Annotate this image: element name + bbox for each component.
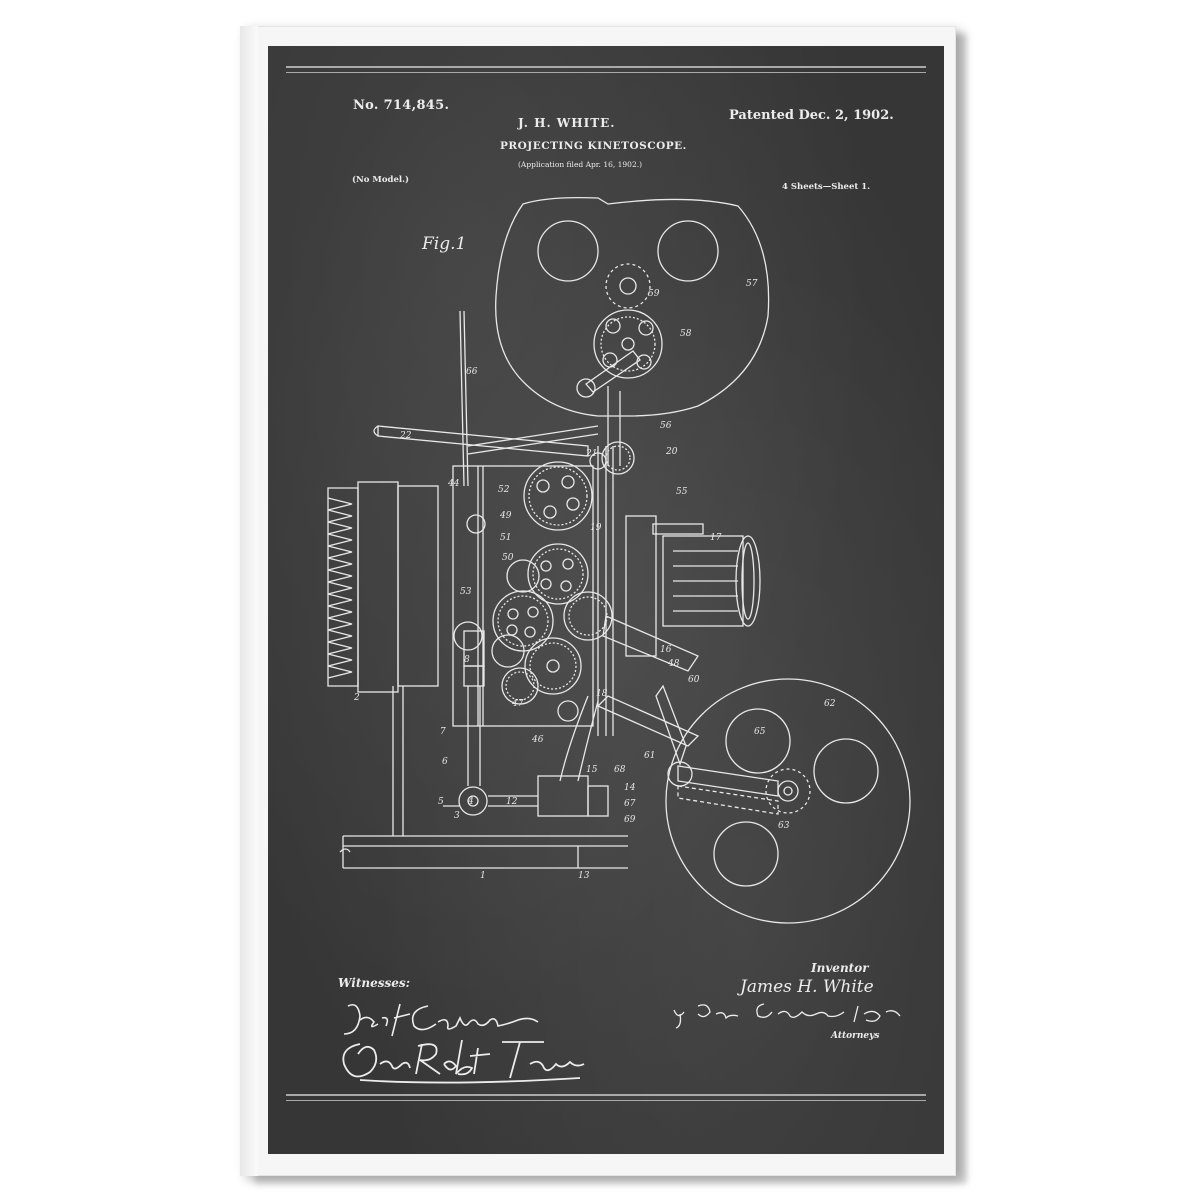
numeral: 13 xyxy=(578,871,590,881)
bottom-rule-thin xyxy=(286,1100,926,1101)
numeral: 19 xyxy=(590,523,602,533)
numeral: 8 xyxy=(464,655,470,665)
numeral: 12 xyxy=(506,797,518,807)
base-assembly xyxy=(339,630,628,869)
numeral: 67 xyxy=(624,799,636,809)
numeral: 1 xyxy=(480,871,486,881)
numeral: 63 xyxy=(778,821,790,831)
numeral: 46 xyxy=(531,735,544,745)
witnesses-label: Witnesses: xyxy=(338,976,411,990)
numeral: 68 xyxy=(614,765,626,775)
numeral: 52 xyxy=(498,485,510,495)
numeral: 22 xyxy=(399,431,412,441)
numeral: 17 xyxy=(710,533,722,543)
patent-date: Patented Dec. 2, 1902. xyxy=(729,108,894,123)
numeral: 55 xyxy=(676,487,688,497)
numeral: 65 xyxy=(754,727,766,737)
numeral: 56 xyxy=(660,421,672,431)
no-model-note: (No Model.) xyxy=(352,175,410,185)
attorneys-label: Attorneys xyxy=(831,1031,880,1041)
numeral: 2 xyxy=(353,693,360,703)
frame-side-edge xyxy=(240,26,258,1176)
numeral: 62 xyxy=(824,699,836,709)
inventor-header: J. H. WHITE. xyxy=(518,116,616,130)
numeral: 21 xyxy=(585,449,597,459)
witness-signature-1 xyxy=(343,1003,539,1037)
kinetoscope-drawing: 66 22 57 59 58 56 20 21 55 44 52 49 19 5… xyxy=(327,196,911,924)
top-rule-thin xyxy=(286,72,926,73)
numeral: 57 xyxy=(746,279,758,289)
witness-signature-2 xyxy=(342,1039,585,1084)
numeral: 59 xyxy=(648,289,660,299)
numeral: 5 xyxy=(438,797,444,807)
attorney-signature xyxy=(673,1003,901,1029)
sheet-count: 4 Sheets—Sheet 1. xyxy=(782,182,871,192)
lamp-bellows xyxy=(327,481,439,836)
lower-reel xyxy=(559,615,911,924)
numeral: 15 xyxy=(586,765,598,775)
numeral: 16 xyxy=(660,645,672,655)
numeral: 47 xyxy=(511,699,524,709)
numeral: 60 xyxy=(688,675,700,685)
numeral: 48 xyxy=(667,659,680,669)
inventor-name: James H. White xyxy=(740,977,874,997)
patent-number: No. 714,845. xyxy=(353,98,450,113)
top-rule xyxy=(286,66,926,68)
numeral: 49 xyxy=(499,511,512,521)
upper-reel xyxy=(495,196,770,466)
lever-22 xyxy=(373,425,599,457)
numeral: 50 xyxy=(502,553,514,563)
bottom-rule xyxy=(286,1094,926,1096)
numeral: 69 xyxy=(624,815,636,825)
reference-numerals: 66 22 57 59 58 56 20 21 55 44 52 49 19 5… xyxy=(353,279,836,881)
lens-tube xyxy=(625,515,761,657)
numeral: 18 xyxy=(596,689,608,699)
application-filed: (Application filed Apr. 16, 1902.) xyxy=(518,160,643,169)
numeral: 14 xyxy=(624,783,636,793)
numeral: 3 xyxy=(454,811,460,821)
numeral: 66 xyxy=(466,367,478,377)
inventor-label: Inventor xyxy=(811,961,869,975)
numeral: 61 xyxy=(644,751,655,761)
numeral: 58 xyxy=(680,329,692,339)
numeral: 20 xyxy=(665,447,678,457)
numeral: 53 xyxy=(460,587,472,597)
figure-label: Fig.1 xyxy=(422,234,467,254)
numeral: 44 xyxy=(447,479,460,489)
patent-title: PROJECTING KINETOSCOPE. xyxy=(500,140,687,152)
rod-66 xyxy=(459,310,469,487)
mechanism-frame xyxy=(452,446,614,736)
numeral: 4 xyxy=(467,797,474,807)
gear-train xyxy=(453,441,635,722)
chalkboard-print: No. 714,845. Patented Dec. 2, 1902. J. H… xyxy=(268,46,944,1154)
numeral: 7 xyxy=(440,727,446,737)
numeral: 51 xyxy=(500,533,511,543)
numeral: 6 xyxy=(442,757,448,767)
